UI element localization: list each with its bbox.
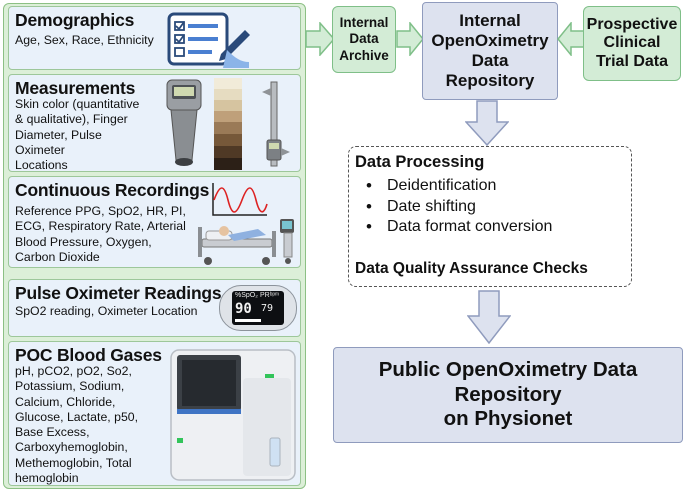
pulse-rate-value: 79 (261, 303, 274, 314)
public-repository-box: Public OpenOximetry Data Repository on P… (333, 347, 683, 443)
demographics-title: Demographics (15, 10, 135, 30)
prospective-to-repo-arrow (557, 22, 585, 56)
internal-repository-box: Internal OpenOximetry Data Repository (422, 2, 558, 100)
processing-steps-list: Deidentification Date shifting Data form… (349, 176, 552, 238)
poc-blood-gases-section: POC Blood Gases pH, pCO2, pO2, So2, Pota… (8, 341, 301, 486)
processing-to-public-arrow (467, 290, 511, 344)
internal-data-archive-box: Internal Data Archive (332, 6, 396, 73)
archive-to-repo-arrow (396, 22, 424, 56)
processing-step: Data format conversion (349, 217, 552, 238)
continuous-recordings-desc: Reference PPG, SpO2, HR, PI, ECG, Respir… (15, 204, 186, 264)
pulse-oximeter-section: Pulse Oximeter Readings SpO2 reading, Ox… (8, 279, 301, 337)
skin-color-swatch-icon (214, 78, 242, 170)
repo-to-processing-arrow (465, 100, 509, 146)
processing-step: Deidentification (349, 176, 552, 197)
poc-blood-gases-desc: pH, pCO2, pO2, So2, Potassium, Sodium, C… (15, 364, 139, 486)
demographics-desc: Age, Sex, Race, Ethnicity (15, 33, 154, 47)
quality-assurance-label: Data Quality Assurance Checks (355, 260, 588, 277)
caliper-icon (262, 81, 290, 167)
demographics-section: Demographics Age, Sex, Race, Ethnicity (8, 6, 301, 70)
measurements-desc: Skin color (quantitative & qualitative),… (15, 97, 140, 172)
continuous-recordings-title: Continuous Recordings (15, 180, 210, 200)
processing-step: Date shifting (349, 197, 552, 218)
continuous-recordings-section: Continuous Recordings Reference PPG, SpO… (8, 176, 301, 268)
blood-gas-analyzer-icon (170, 349, 296, 481)
hospital-bed-icon (198, 219, 294, 265)
pulse-bar-indicator (235, 319, 261, 322)
sources-to-archive-arrow (305, 22, 335, 56)
waveform-icon (212, 183, 268, 216)
data-processing-title: Data Processing (355, 153, 485, 171)
pulse-oximeter-device: %SpO₂ PRᵇᵖᵐ 90 79 (219, 285, 297, 331)
measurements-section: Measurements Skin color (quantitative & … (8, 74, 301, 172)
spo2-value: 90 (235, 301, 252, 317)
measurements-title: Measurements (15, 78, 136, 98)
checklist-icon (167, 12, 250, 68)
pulse-oximeter-desc: SpO2 reading, Oximeter Location (15, 304, 198, 318)
pulse-rate-unit-label: PRᵇᵖᵐ (260, 292, 280, 299)
poc-blood-gases-title: POC Blood Gases (15, 345, 162, 365)
prospective-trial-data-box: Prospective Clinical Trial Data (583, 6, 681, 81)
pulse-oximeter-title: Pulse Oximeter Readings (15, 283, 222, 303)
data-processing-box: Data Processing Deidentification Date sh… (348, 146, 632, 287)
spo2-unit-label: %SpO₂ (235, 292, 258, 299)
colorimeter-icon (166, 79, 202, 166)
